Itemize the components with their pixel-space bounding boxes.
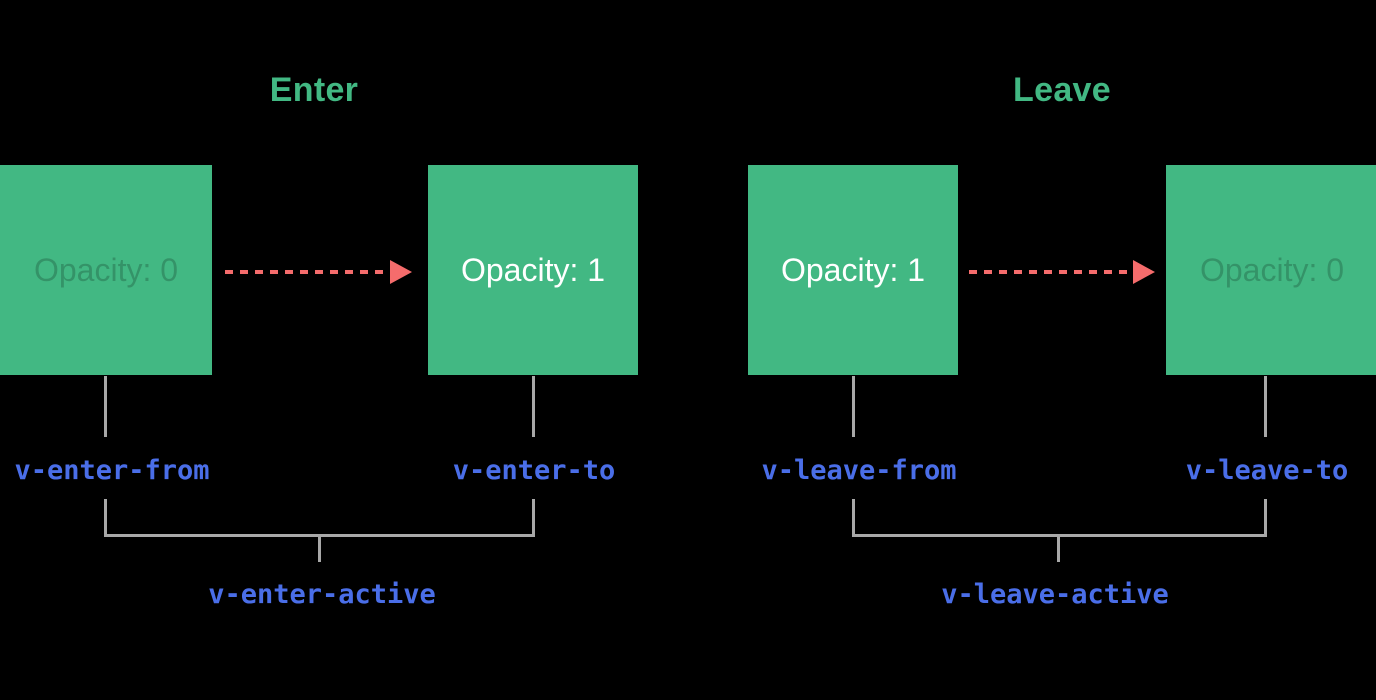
enter-bracket-left-line: [104, 499, 107, 537]
leave-to-connector-line: [1264, 376, 1267, 437]
arrow-head-icon: [1133, 260, 1155, 284]
leave-bracket-left-line: [852, 499, 855, 537]
enter-from-class-label: v-enter-from: [14, 455, 210, 486]
leave-to-box: Opacity: 0: [1166, 165, 1376, 375]
leave-bracket-drop-line: [1057, 537, 1060, 562]
enter-active-class-label: v-enter-active: [208, 579, 436, 610]
leave-bracket-right-line: [1264, 499, 1267, 537]
enter-to-class-label: v-enter-to: [452, 455, 616, 486]
enter-bracket-drop-line: [318, 537, 321, 562]
leave-section-title: Leave: [1013, 71, 1111, 109]
leave-to-box-label: Opacity: 0: [1199, 251, 1345, 288]
arrow-dashes: [969, 270, 1133, 274]
enter-transition-arrow-icon: [225, 260, 412, 284]
leave-from-connector-line: [852, 376, 855, 437]
leave-bracket-bar: [852, 534, 1267, 537]
enter-bracket-right-line: [532, 499, 535, 537]
arrow-head-icon: [390, 260, 412, 284]
leave-to-class-label: v-leave-to: [1185, 455, 1349, 486]
leave-from-box: Opacity: 1: [748, 165, 958, 375]
arrow-dashes: [225, 270, 390, 274]
enter-to-connector-line: [532, 376, 535, 437]
leave-transition-arrow-icon: [969, 260, 1155, 284]
enter-from-connector-line: [104, 376, 107, 437]
leave-from-box-label: Opacity: 1: [780, 251, 926, 288]
enter-to-box: Opacity: 1: [428, 165, 638, 375]
enter-to-box-label: Opacity: 1: [460, 251, 606, 288]
enter-from-box: Opacity: 0: [0, 165, 212, 375]
leave-from-class-label: v-leave-from: [761, 455, 957, 486]
leave-active-class-label: v-leave-active: [941, 579, 1169, 610]
enter-from-box-label: Opacity: 0: [33, 251, 179, 288]
enter-bracket-bar: [104, 534, 535, 537]
enter-section-title: Enter: [269, 71, 359, 109]
